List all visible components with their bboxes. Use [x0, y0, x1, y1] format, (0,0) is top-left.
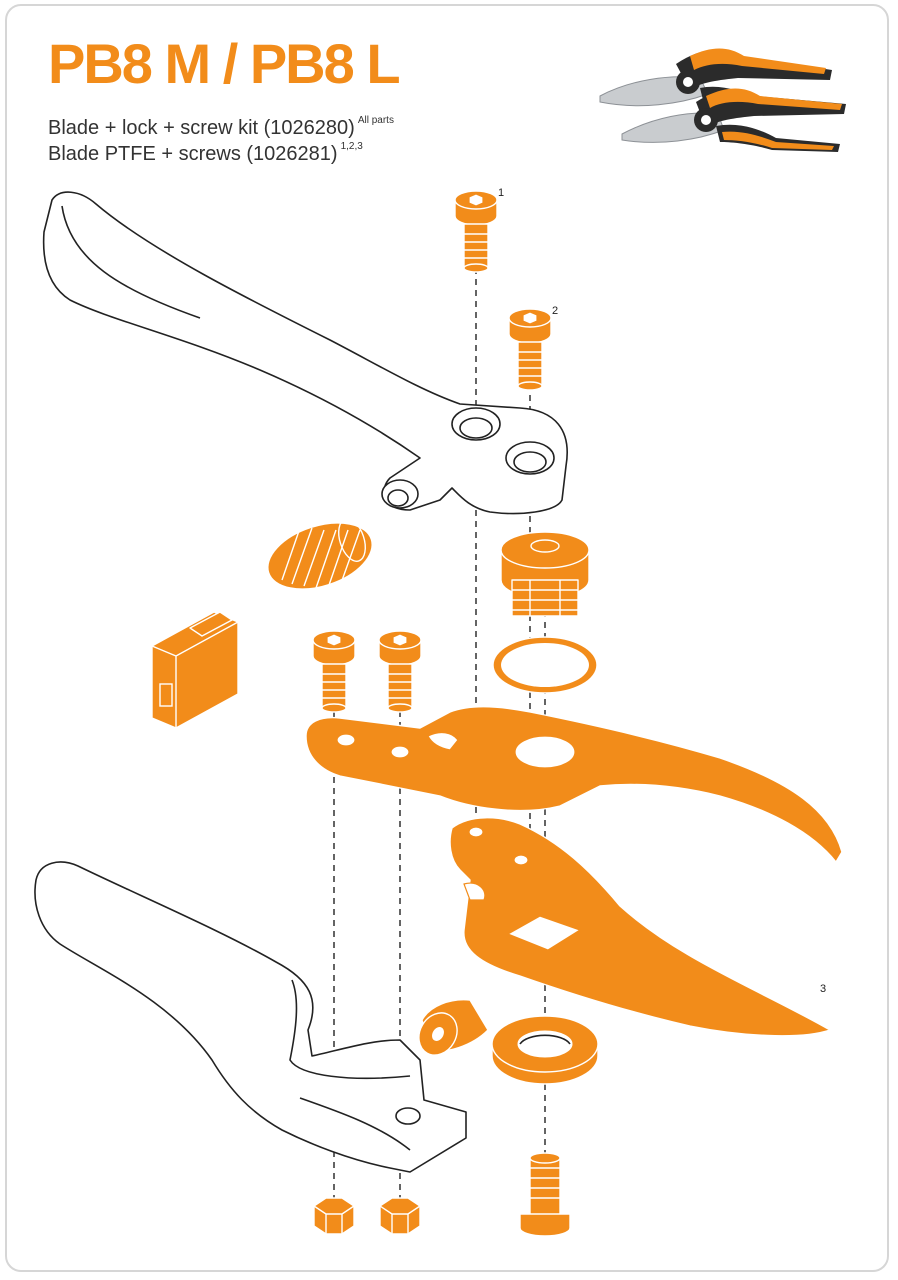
kit-line-blade-screws: Blade PTFE + screws (1026281)1,2,3 [48, 141, 363, 165]
bottom-pivot-screw [519, 1152, 571, 1237]
lower-handle [34, 861, 467, 1173]
screw-2 [508, 308, 552, 391]
kit-line-all-parts: Blade + lock + screw kit (1026280)All pa… [48, 115, 394, 139]
callout-1: 1 [498, 187, 504, 199]
nut-right [379, 1197, 421, 1235]
kit-line-blade-screws-text: Blade PTFE + screws (1026281) [48, 143, 338, 165]
lower-blade-3 [449, 817, 831, 1037]
pruner-product-image [599, 48, 846, 152]
callout-2: 2 [552, 305, 558, 317]
upper-handle [42, 191, 568, 515]
kit-line-all-parts-text: Blade + lock + screw kit (1026280) [48, 117, 355, 139]
callout-3: 3 [820, 983, 826, 995]
page-title: PB8 M / PB8 L [48, 32, 401, 95]
kit-line-all-parts-note: All parts [357, 115, 394, 126]
pivot-bushing [500, 531, 590, 617]
screw-1 [454, 190, 498, 273]
page-frame [5, 4, 889, 1272]
upper-blade [305, 706, 843, 863]
lock-slider [151, 611, 239, 729]
kit-line-blade-screws-note: 1,2,3 [340, 141, 363, 152]
o-ring [492, 636, 598, 694]
small-bushing [418, 999, 489, 1056]
pruner-image-front [621, 88, 846, 152]
nut-left [313, 1197, 355, 1235]
washer [491, 1015, 599, 1085]
spring [267, 518, 373, 590]
screw-left [312, 630, 356, 713]
screw-right [378, 630, 422, 713]
